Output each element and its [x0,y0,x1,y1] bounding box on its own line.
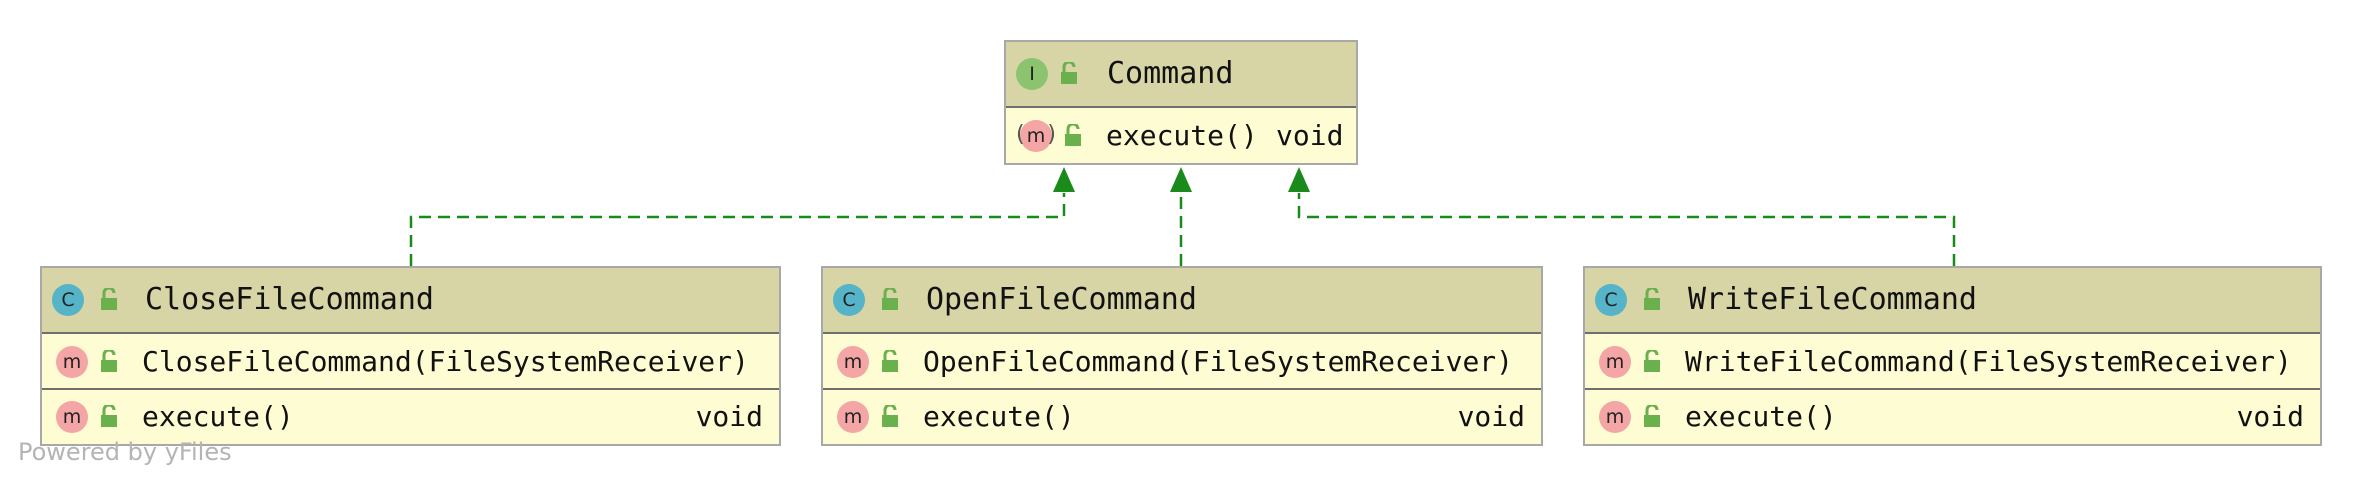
method-return-type: void [1276,119,1344,152]
public-lock-icon [101,405,117,427]
public-lock-icon [101,350,117,372]
method-icon: m [837,401,869,433]
arrowhead-closefile [1053,167,1075,192]
arrowhead-openfile [1170,167,1192,192]
method-return-type: void [1457,400,1525,433]
constructor-signature: CloseFileCommand(FileSystemReceiver) [142,345,749,378]
method-signature: execute() [1106,119,1258,152]
node-header: C CloseFileCommand [42,268,779,334]
interface-icon: I [1016,58,1048,90]
edge-closefilecommand-to-command [409,193,1066,266]
node-header: I Command [1006,42,1356,108]
class-icon: C [1595,284,1627,316]
method-row: m execute() void [1585,390,2320,444]
public-lock-icon [1061,62,1077,84]
class-openfilecommand-node[interactable]: C OpenFileCommand m OpenFileCommand(File… [821,266,1543,446]
class-icon: C [52,284,84,316]
method-row: m execute() void [1006,108,1356,163]
node-title: Command [1107,56,1234,91]
method-icon: m [1599,346,1631,378]
public-lock-icon [1644,405,1660,427]
constructor-row: m CloseFileCommand(FileSystemReceiver) [42,334,779,390]
node-title: WriteFileCommand [1688,282,1977,317]
method-signature: execute() [1685,400,1837,433]
public-lock-icon [882,350,898,372]
method-icon: m [837,346,869,378]
public-lock-icon [101,288,117,310]
method-row: m execute() void [42,390,779,444]
edge-writefilecommand-to-command [1297,193,1956,266]
class-closefilecommand-node[interactable]: C CloseFileCommand m CloseFileCommand(Fi… [40,266,781,446]
method-signature: execute() [923,400,1075,433]
method-icon: m [1016,119,1056,152]
yfiles-watermark: Powered by yFiles [18,438,232,466]
class-writefilecommand-node[interactable]: C WriteFileCommand m WriteFileCommand(Fi… [1583,266,2322,446]
node-header: C OpenFileCommand [823,268,1541,334]
class-icon: C [833,284,865,316]
constructor-signature: WriteFileCommand(FileSystemReceiver) [1685,345,2292,378]
method-row: m execute() void [823,390,1541,444]
method-return-type: void [695,400,763,433]
method-icon: m [1599,401,1631,433]
constructor-signature: OpenFileCommand(FileSystemReceiver) [923,345,1514,378]
node-title: CloseFileCommand [145,282,434,317]
method-icon: m [56,346,88,378]
public-lock-icon [1644,288,1660,310]
arrowhead-writefile [1288,167,1310,192]
method-signature: execute() [142,400,294,433]
public-lock-icon [882,405,898,427]
constructor-row: m WriteFileCommand(FileSystemReceiver) [1585,334,2320,390]
constructor-row: m OpenFileCommand(FileSystemReceiver) [823,334,1541,390]
interface-command-node[interactable]: I Command m execute() void [1004,40,1358,165]
public-lock-icon [1065,124,1081,146]
method-return-type: void [2236,400,2304,433]
node-title: OpenFileCommand [926,282,1197,317]
public-lock-icon [882,288,898,310]
method-icon: m [56,401,88,433]
public-lock-icon [1644,350,1660,372]
node-header: C WriteFileCommand [1585,268,2320,334]
